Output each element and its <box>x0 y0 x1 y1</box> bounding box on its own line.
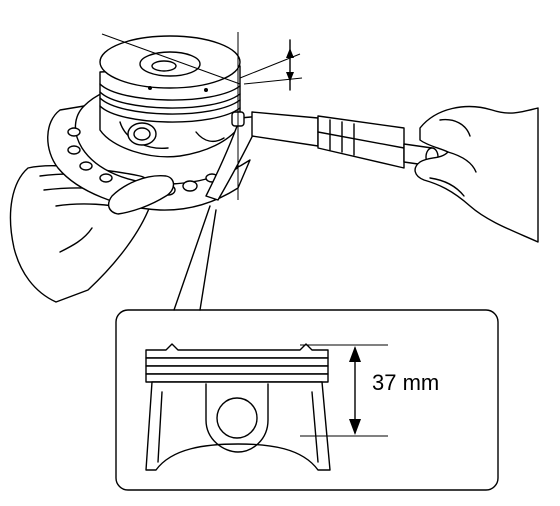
zoom-callout-lines <box>173 205 217 311</box>
piston-icon <box>99 35 241 158</box>
inset-detail <box>115 309 499 491</box>
inset-frame <box>115 309 499 491</box>
right-hand-icon <box>414 105 539 243</box>
dimension-arrow-icon <box>349 346 361 435</box>
piston-side-view-icon <box>145 343 331 471</box>
measurement-illustration <box>9 32 539 303</box>
dimension-label: 37 mm <box>372 370 440 395</box>
micrometer-icon <box>205 111 439 201</box>
left-thumb-icon <box>107 175 175 215</box>
